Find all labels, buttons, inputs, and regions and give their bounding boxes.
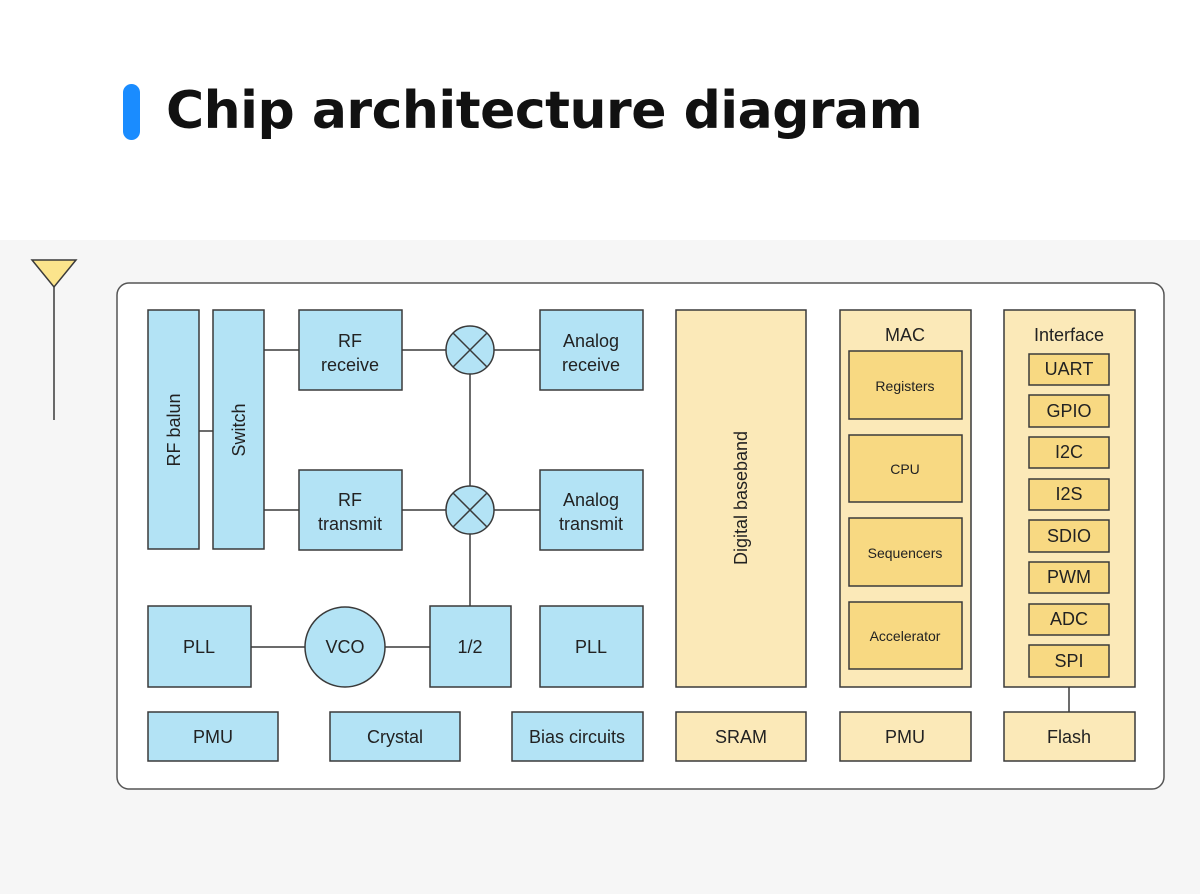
pll-block-2: PLL	[539, 605, 644, 688]
rf-transmit-label-line1: RF	[338, 490, 362, 510]
interface-item-adc: ADC	[1028, 603, 1110, 636]
page-title: Chip architecture diagram	[166, 81, 923, 141]
rf-pmu-block: PMU	[147, 711, 279, 762]
rf-balun-label: RF balun	[164, 393, 184, 466]
rf-transmit-block: RF transmit	[298, 469, 403, 551]
tx-mixer-icon	[445, 485, 495, 535]
connection-lines	[53, 287, 1070, 712]
title-accent-bar	[123, 84, 140, 140]
interface-item-label: SDIO	[1047, 526, 1091, 546]
interface-item-label: PWM	[1047, 567, 1091, 587]
analog-transmit-block: Analog transmit	[539, 469, 644, 551]
interface-item-spi: SPI	[1028, 644, 1110, 678]
interface-item-i2s: I2S	[1028, 478, 1110, 511]
pll-block-1: PLL	[147, 605, 252, 688]
crystal-block: Crystal	[329, 711, 461, 762]
analog-receive-label-line2: receive	[562, 355, 620, 375]
interface-item-gpio: GPIO	[1028, 394, 1110, 428]
mac-item-label: Registers	[875, 378, 934, 394]
page-header: Chip architecture diagram	[0, 0, 1200, 240]
switch-label: Switch	[229, 403, 249, 456]
rf-balun-block: RF balun	[147, 309, 200, 550]
interface-item-uart: UART	[1028, 353, 1110, 386]
analog-transmit-label-line2: transmit	[559, 514, 623, 534]
mac-item-label: Sequencers	[868, 545, 943, 561]
rf-receive-label-line1: RF	[338, 331, 362, 351]
interface-block: Interface UART GPIO I2C I2S SDIO PWM ADC	[1003, 309, 1136, 688]
pll-label-2: PLL	[575, 637, 607, 657]
interface-item-label: GPIO	[1046, 401, 1091, 421]
interface-item-sdio: SDIO	[1028, 519, 1110, 553]
mac-item-accelerator: Accelerator	[848, 601, 963, 670]
rx-mixer-icon	[445, 325, 495, 375]
rf-receive-label-line2: receive	[321, 355, 379, 375]
mac-block: MAC Registers CPU Sequencers Accelerator	[839, 309, 972, 688]
interface-title: Interface	[1034, 325, 1104, 345]
sram-label: SRAM	[715, 727, 767, 747]
digital-baseband-block: Digital baseband	[675, 309, 807, 688]
digital-pmu-label: PMU	[885, 727, 925, 747]
switch-block: Switch	[212, 309, 265, 550]
digital-pmu-block: PMU	[839, 711, 972, 762]
analog-receive-label-line1: Analog	[563, 331, 619, 351]
crystal-label: Crystal	[367, 727, 423, 747]
interface-item-label: SPI	[1054, 651, 1083, 671]
mac-title: MAC	[885, 325, 925, 345]
interface-item-i2c: I2C	[1028, 436, 1110, 469]
flash-block: Flash	[1003, 711, 1136, 762]
interface-item-label: I2S	[1055, 484, 1082, 504]
mac-item-label: Accelerator	[870, 628, 941, 644]
pll-label-1: PLL	[183, 637, 215, 657]
interface-item-label: ADC	[1050, 609, 1088, 629]
rf-receive-block: RF receive	[298, 309, 403, 391]
mac-item-registers: Registers	[848, 350, 963, 420]
analog-transmit-label-line1: Analog	[563, 490, 619, 510]
sram-block: SRAM	[675, 711, 807, 762]
bias-circuits-block: Bias circuits	[511, 711, 644, 762]
antenna-icon	[30, 259, 78, 289]
interface-item-pwm: PWM	[1028, 561, 1110, 594]
interface-item-label: UART	[1045, 359, 1094, 379]
mac-item-label: CPU	[890, 461, 920, 477]
flash-label: Flash	[1047, 727, 1091, 747]
bias-circuits-label: Bias circuits	[529, 727, 625, 747]
analog-receive-block: Analog receive	[539, 309, 644, 391]
divider-label: 1/2	[457, 637, 482, 657]
rf-transmit-label-line2: transmit	[318, 514, 382, 534]
vco-label: VCO	[325, 637, 364, 657]
mac-item-sequencers: Sequencers	[848, 517, 963, 587]
rf-pmu-label: PMU	[193, 727, 233, 747]
mac-item-cpu: CPU	[848, 434, 963, 503]
vco-block: VCO	[304, 606, 386, 688]
digital-baseband-label: Digital baseband	[731, 431, 751, 565]
interface-item-label: I2C	[1055, 442, 1083, 462]
divider-block: 1/2	[429, 605, 512, 688]
